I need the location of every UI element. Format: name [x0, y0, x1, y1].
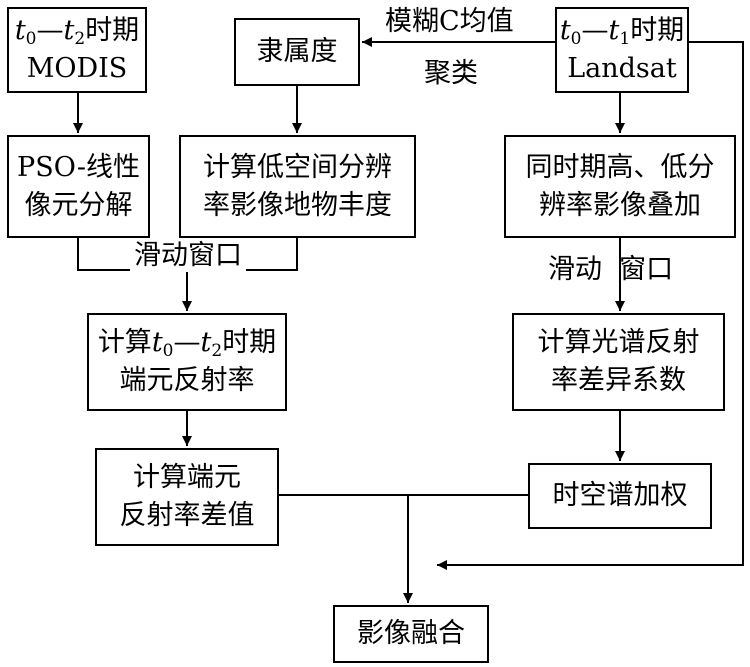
overlay-label-line2: 辨率影像叠加 — [539, 189, 701, 221]
spectral-diff-label-line1: 计算光谱反射 — [537, 327, 700, 358]
endmember-reflectance-label-line2: 端元反射率 — [119, 365, 255, 396]
reflectance-diff-label-line2: 反射率差值 — [119, 500, 255, 531]
spectral-diff-box: 计算光谱反射 率差异系数 — [512, 313, 725, 411]
spectral-diff-label-line2: 率差异系数 — [551, 365, 686, 396]
overlay-label-line1: 同时期高、低分 — [525, 151, 715, 183]
modis-period-label: t0—t2时期 — [14, 15, 140, 49]
landsat-period-label: t0—t1时期 — [559, 15, 685, 49]
modis-box: t0—t2时期 MODIS — [7, 7, 147, 93]
pso-label-line1: PSO-线性 — [17, 151, 140, 183]
overlay-box: 同时期高、低分 辨率影像叠加 — [504, 135, 736, 238]
membership-box: 隶属度 — [234, 18, 360, 86]
fcm-label-line2: 聚类 — [424, 58, 478, 89]
membership-label: 隶属度 — [256, 36, 338, 67]
reflectance-diff-box: 计算端元 反射率差值 — [95, 448, 279, 546]
fusion-label: 影像融合 — [357, 618, 465, 649]
abundance-label-line1: 计算低空间分辨 — [203, 151, 392, 183]
landsat-box: t0—t1时期 Landsat — [555, 7, 689, 93]
pso-label-line2: 像元分解 — [24, 189, 133, 221]
bypass-line-landsat — [437, 41, 744, 570]
fcm-label-line1: 模糊C均值 — [385, 6, 514, 37]
fusion-box: 影像融合 — [333, 605, 489, 663]
pso-box: PSO-线性 像元分解 — [7, 135, 150, 238]
endmember-reflectance-label-line1: 计算t0—t2时期 — [97, 327, 277, 361]
reflectance-diff-label-line1: 计算端元 — [133, 462, 241, 493]
abundance-label-line2: 率影像地物丰度 — [203, 189, 392, 221]
weighting-box: 时空谱加权 — [528, 463, 712, 529]
sliding-window-left-label: 滑动窗口 — [130, 240, 246, 272]
endmember-reflectance-box: 计算t0—t2时期 端元反射率 — [87, 313, 287, 411]
sliding-window-right-label: 滑动 窗口 — [548, 254, 674, 285]
modis-label: MODIS — [26, 53, 128, 84]
landsat-label: Landsat — [567, 53, 677, 84]
abundance-box: 计算低空间分辨 率影像地物丰度 — [179, 135, 416, 238]
weighting-label: 时空谱加权 — [552, 480, 688, 511]
